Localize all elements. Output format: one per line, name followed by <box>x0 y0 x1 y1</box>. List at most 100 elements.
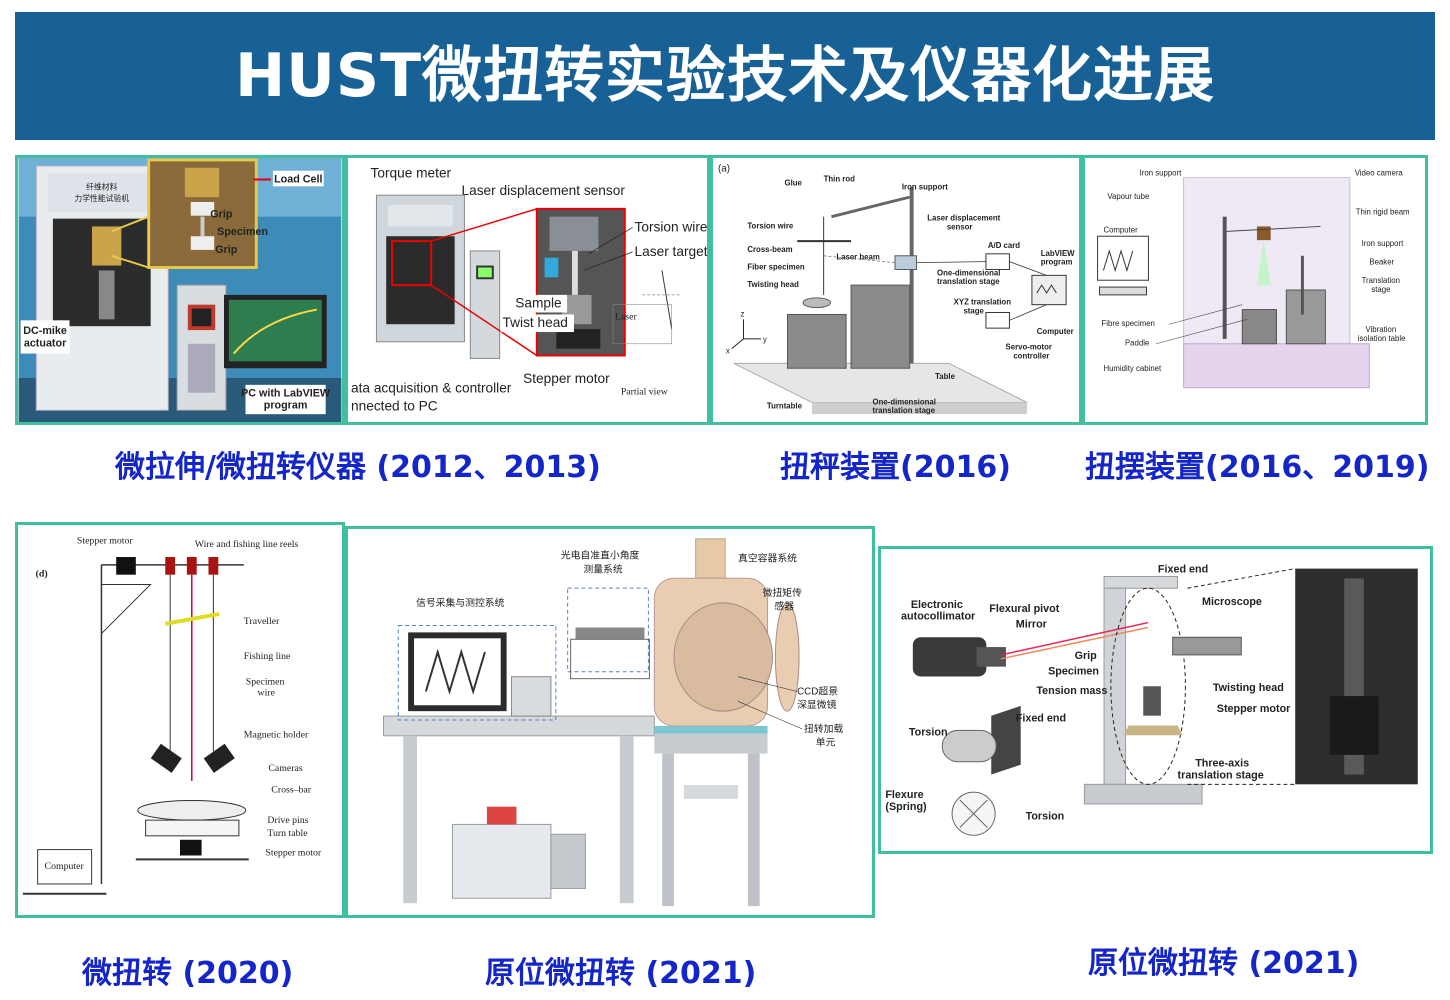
fixed-end-mid-label: Fixed end <box>1016 713 1066 725</box>
micro-torsion-schematic: (d) Stepper motor Wire and fishing line … <box>18 525 342 915</box>
in-situ-render: 光电自准直小角度 测量系统 真空容器系统 信号采集与测控系统 微扭矩传 感器 C… <box>349 529 871 915</box>
twist-head-label: Twist head <box>503 315 568 330</box>
flexural-pivot-label: Flexural pivot <box>989 603 1059 615</box>
actuator-label-2: actuator <box>24 338 67 350</box>
caption-torsion-balance: 扭秤装置(2016) <box>780 450 1011 485</box>
torsion-wire-label: Torsion wire <box>747 221 794 230</box>
cameras-label: Cameras <box>268 763 302 774</box>
twisting-head-label: Twisting head <box>1213 682 1284 694</box>
actuator-label-1: DC-mike <box>23 325 67 337</box>
fiber-specimen-label: Fiber specimen <box>747 262 805 271</box>
loading-label-1: 扭转加载 <box>804 722 843 735</box>
glue-label: Glue <box>785 178 803 187</box>
axis-x: x <box>726 347 730 356</box>
autocollimator-label-2: autocollimator <box>901 611 976 623</box>
fixed-end-top-label: Fixed end <box>1158 564 1208 576</box>
torque-meter-figure: Torque meter Laser displacement sensor T… <box>349 158 707 422</box>
panel5-tag: (d) <box>36 569 48 580</box>
one-dim-label-1: One-dimensional <box>937 268 1000 277</box>
laser-beam-label: Laser beam <box>836 253 879 262</box>
caption-micro-tension-torsion: 微拉伸/微扭转仪器 (2012、2013) <box>115 450 601 485</box>
one-dim-b-label-2: translation stage <box>873 406 936 415</box>
ad-card-label: A/D card <box>988 241 1020 250</box>
laser-target-label: Laser target <box>635 244 707 259</box>
caption-in-situ-torsion-b: 原位微扭转 (2021) <box>1088 946 1360 981</box>
caption-in-situ-torsion-a: 原位微扭转 (2021) <box>485 956 757 991</box>
grip-top-label: Grip <box>210 209 233 221</box>
stepper-motor-label: Stepper motor <box>523 371 610 386</box>
signal-label: 信号采集与测控系统 <box>416 596 505 609</box>
turn-table-label: Turn table <box>267 828 308 839</box>
laser-label: Laser <box>615 311 637 322</box>
stepper-motor-bottom-label: Stepper motor <box>265 847 322 858</box>
panel-torsion-pendulum: Iron support Video camera Vapour tube Th… <box>1082 155 1428 425</box>
torsion-pendulum-diagram: Iron support Video camera Vapour tube Th… <box>1085 158 1425 422</box>
sample-label: Sample <box>515 296 561 311</box>
laser-sensor-label: Laser displacement sensor <box>462 183 626 198</box>
fishing-line-label: Fishing line <box>244 651 291 662</box>
panel3-tag: (a) <box>718 164 730 175</box>
grip-label: Grip <box>1075 650 1098 662</box>
flexure-label-1: Flexure <box>885 789 923 801</box>
laser-sensor-label-1: Laser displacement <box>927 214 1000 223</box>
torque-sensor-label-2: 感器 <box>774 600 794 613</box>
labview-label-1: LabVIEW <box>1041 249 1075 258</box>
three-axis-label-2: translation stage <box>1178 769 1264 781</box>
torsion-wire-label: Torsion wire <box>635 219 707 234</box>
cross-beam-label: Cross-beam <box>747 245 792 254</box>
thin-rigid-beam-label: Thin rigid beam <box>1356 208 1410 217</box>
vibration-label-1: Vibration <box>1365 325 1396 334</box>
computer-label: Computer <box>1037 327 1074 336</box>
turntable-label: Turntable <box>767 401 803 410</box>
xyz-label-2: stage <box>963 306 984 315</box>
axis-y: y <box>763 335 767 344</box>
torsion-balance-diagram: (a) z y x Glue Thin rod Iron su <box>714 158 1078 422</box>
torque-meter-label: Torque meter <box>371 166 452 181</box>
mirror-label: Mirror <box>1016 618 1048 630</box>
loading-label-2: 单元 <box>816 737 836 749</box>
panel-in-situ-torsion-render: 光电自准直小角度 测量系统 真空容器系统 信号采集与测控系统 微扭矩传 感器 C… <box>345 526 875 918</box>
servo-label-1: Servo-motor <box>1006 343 1052 352</box>
video-camera-label: Video camera <box>1355 169 1404 178</box>
torsion-label-2: Torsion <box>1026 811 1065 823</box>
torque-sensor-label-1: 微扭矩传 <box>763 586 802 599</box>
daq-label-2: nnected to PC <box>351 398 438 413</box>
vibration-label-2: isolation table <box>1358 334 1406 343</box>
panel-torsion-balance: (a) z y x Glue Thin rod Iron su <box>710 155 1082 425</box>
specimen-label-1: Specimen <box>246 677 285 688</box>
drive-pins-label: Drive pins <box>267 815 308 826</box>
humidity-cabinet-label: Humidity cabinet <box>1103 364 1162 373</box>
flexure-label-2: (Spring) <box>885 801 927 813</box>
ccd-label-1: CCD超景 <box>797 684 838 697</box>
iron-support-label: Iron support <box>902 182 948 191</box>
iron-support-2-label: Iron support <box>1362 239 1405 248</box>
machine-label-2: 力学性能试验机 <box>74 193 129 203</box>
translation-label-1: Translation <box>1362 276 1400 285</box>
panel-micro-tension-torsion-photo: 纤维材料 力学性能试验机 Load Cell Grip Specimen Gri… <box>15 155 345 425</box>
pc-label-2: program <box>264 399 308 411</box>
panel-in-situ-torsion-schematic: Fixed end Electronic autocollimator Flex… <box>878 546 1433 854</box>
servo-label-2: controller <box>1013 351 1049 360</box>
torsion-label-1: Torsion <box>909 726 948 738</box>
specimen-label: Specimen <box>217 226 268 238</box>
partial-view-label: Partial view <box>621 387 669 398</box>
panel-micro-torsion-schematic: (d) Stepper motor Wire and fishing line … <box>15 522 345 918</box>
vapour-tube-label: Vapour tube <box>1107 192 1149 201</box>
three-axis-label-1: Three-axis <box>1195 758 1249 770</box>
labview-label-2: program <box>1041 258 1073 267</box>
vacuum-label: 真空容器系统 <box>738 551 797 564</box>
magnetic-holder-label: Magnetic holder <box>244 730 309 741</box>
cross-bar-label: Cross–bar <box>271 785 311 796</box>
iron-support-label: Iron support <box>1140 169 1183 178</box>
twisting-head-label: Twisting head <box>747 280 799 289</box>
fibre-specimen-label: Fibre specimen <box>1101 319 1154 328</box>
caption-micro-torsion-2020: 微扭转 (2020) <box>82 956 294 991</box>
computer-label: Computer <box>45 861 85 872</box>
axis-z: z <box>741 309 745 318</box>
panel-torque-meter-photo: Torque meter Laser displacement sensor T… <box>345 155 710 425</box>
beaker-label: Beaker <box>1369 258 1394 267</box>
page-title: HUST微扭转实验技术及仪器化进展 <box>234 41 1216 111</box>
caption-torsion-pendulum: 扭摆装置(2016、2019) <box>1085 450 1430 485</box>
specimen-label-2: wire <box>258 687 276 698</box>
pc-label-1: PC with LabVIEW <box>241 388 331 400</box>
